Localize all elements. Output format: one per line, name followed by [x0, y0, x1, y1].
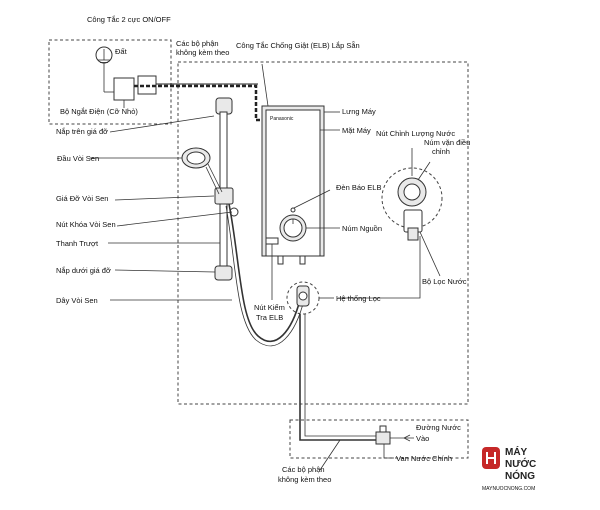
heater-brand-label: Panasonic — [270, 116, 294, 122]
label-shower-head: Đầu Vòi Sen — [57, 154, 99, 163]
electrical-components — [95, 46, 262, 122]
flow-knob-detail — [338, 148, 443, 299]
labels: Công Tắc 2 cực ON/OFF Các bộ phận không … — [56, 15, 470, 484]
bottom-bracket-icon — [214, 265, 233, 281]
logo-url: MAYNUOCNONG.COM — [482, 486, 535, 492]
main-installation-box — [177, 61, 469, 405]
water-heater-unit: Panasonic — [261, 63, 340, 300]
elb-lamp-icon — [290, 207, 296, 213]
label-slide-bar: Thanh Trượt — [56, 239, 99, 248]
label-elb-test-2: Tra ELB — [256, 313, 283, 322]
label-top-bracket: Nắp trên giá đỡ — [56, 127, 108, 136]
label-elb-test-1: Nút Kiểm — [254, 303, 285, 312]
label-water-inlet-1: Đường Nước — [416, 423, 461, 432]
logo-line2: NƯỚC — [505, 457, 536, 470]
power-cable — [134, 84, 262, 122]
label-parts-not-included-top-1: Các bộ phận — [176, 39, 219, 48]
dashed-boundaries — [48, 39, 469, 459]
label-parts-not-included-top-2: không kèm theo — [176, 48, 229, 57]
bottom-excluded-parts-box — [289, 419, 469, 459]
filter-system — [286, 281, 334, 315]
label-water-filter: Bộ Lọc Nước — [422, 277, 467, 286]
label-main-valve: Van Nước Chính — [396, 454, 452, 463]
label-flow-knob-1: Nút Chỉnh Lượng Nước — [376, 129, 455, 138]
label-flow-knob-3: chỉnh — [432, 147, 450, 156]
label-water-inlet-2: Vào — [416, 434, 429, 443]
label-parts-not-included-bottom-1: Các bộ phận — [282, 465, 325, 474]
main-valve-icon — [375, 431, 391, 445]
breaker-box-icon — [113, 77, 135, 101]
label-back-panel: Lưng Máy — [342, 107, 376, 116]
shower-slide-bar-assembly — [90, 97, 305, 347]
label-ground: Đất — [115, 47, 128, 56]
label-shower-lock: Nút Khóa Vòi Sen — [56, 220, 116, 229]
label-flow-knob-2: Núm vặn điều — [424, 138, 470, 147]
water-inlet-pipe — [299, 314, 414, 471]
label-switch-2pole: Công Tắc 2 cực ON/OFF — [87, 15, 171, 24]
label-front-panel: Mặt Máy — [342, 126, 371, 135]
logo-line1: MÁY — [505, 445, 528, 458]
label-elb-switch: Công Tắc Chống Giật (ELB) Lắp Sẵn — [236, 41, 360, 50]
label-bottom-bracket: Nắp dưới giá đỡ — [56, 266, 111, 275]
label-power-knob: Núm Nguồn — [342, 224, 382, 233]
brand-logo: MÁY NƯỚC NÓNG MAYNUOCNONG.COM — [482, 445, 536, 492]
logo-line3: NÓNG — [505, 469, 535, 482]
shower-holder-icon — [214, 187, 234, 205]
label-breaker: Bộ Ngắt Điện (Cỡ Nhỏ) — [60, 107, 138, 116]
flow-knob-detail-circle — [381, 167, 443, 229]
label-filter-system: Hệ thống Lọc — [336, 294, 381, 303]
top-left-excluded-parts-box — [48, 39, 172, 125]
water-pipe — [299, 314, 376, 441]
label-parts-not-included-bottom-2: không kèm theo — [278, 475, 331, 484]
shower-hose — [228, 203, 301, 343]
label-shower-hose: Dây Vòi Sen — [56, 296, 98, 305]
label-elb-lamp: Đèn Báo ELB — [336, 183, 381, 192]
elb-test-button-icon — [265, 237, 279, 245]
label-shower-holder: Giá Đỡ Vòi Sen — [56, 194, 108, 203]
